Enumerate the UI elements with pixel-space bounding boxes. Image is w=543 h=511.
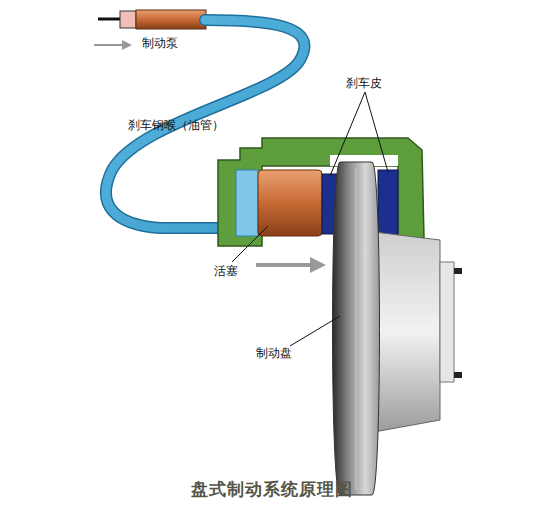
pump-cylinder xyxy=(136,10,206,29)
part-label: 活塞 xyxy=(214,264,238,278)
part-label: 制动泵 xyxy=(142,36,178,50)
leader-line xyxy=(365,92,388,172)
part-label: 刹车钢喉（油管） xyxy=(128,118,224,132)
leader-line xyxy=(330,92,365,176)
motion-arrow xyxy=(256,257,326,273)
pump-wire xyxy=(98,18,122,21)
hub xyxy=(374,232,440,432)
leader-line xyxy=(290,316,340,346)
stud xyxy=(454,268,462,274)
caption: 盘式制动系统原理图 xyxy=(191,478,353,501)
push-arrow xyxy=(94,40,132,50)
hub-flange xyxy=(440,262,454,382)
part-label: 刹车皮 xyxy=(346,76,382,90)
caliper xyxy=(218,138,424,246)
brake-disc xyxy=(333,162,380,495)
stud xyxy=(454,372,462,378)
fluid-chamber xyxy=(236,170,258,236)
part-label: 制动盘 xyxy=(256,346,292,360)
leader-line xyxy=(232,226,268,262)
disc-highlight xyxy=(355,168,357,490)
outer-pad xyxy=(378,170,398,236)
pump-cap xyxy=(120,11,136,28)
